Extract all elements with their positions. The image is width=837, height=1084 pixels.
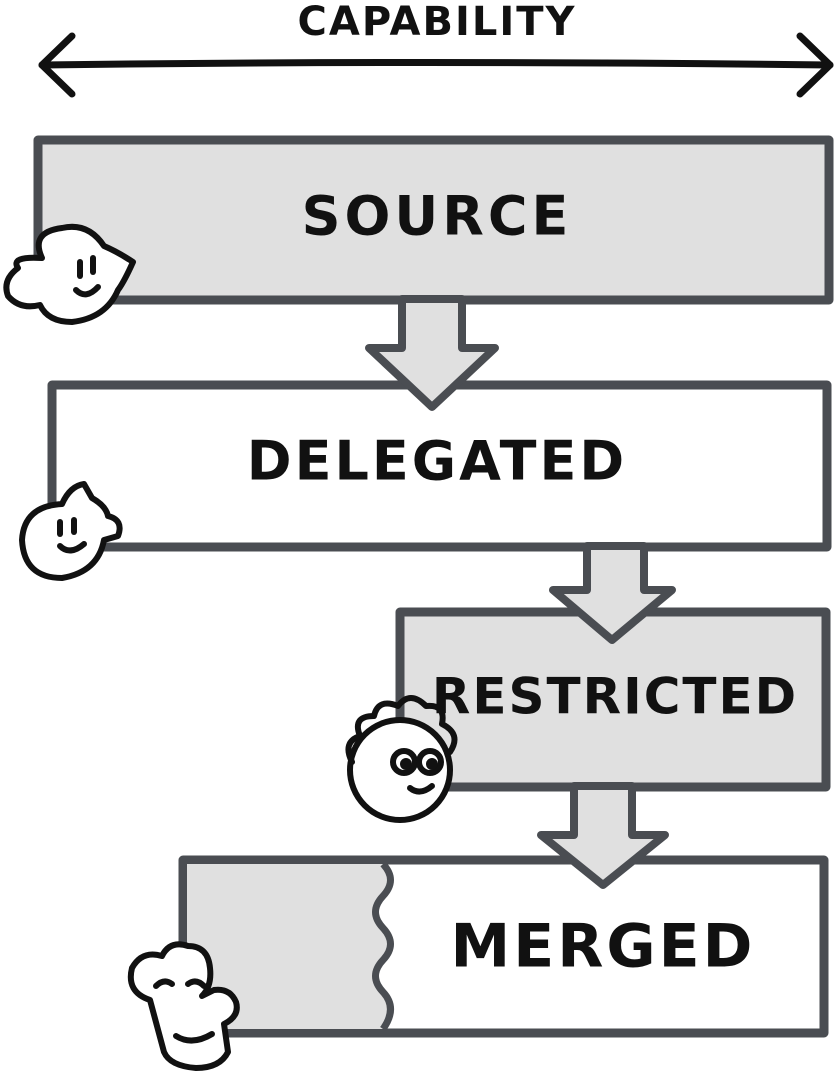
down-arrow-icon (365, 295, 499, 411)
blob-character-icon (3, 223, 136, 325)
merged-wavy-divider (372, 861, 394, 1032)
source-label: SOURCE (302, 185, 573, 248)
down-arrow-icon (549, 542, 676, 644)
toast-character-icon (127, 941, 240, 1071)
round-face-character-icon (19, 481, 123, 581)
merged-label: MERGED (451, 912, 756, 982)
down-arrow-icon (537, 782, 669, 889)
merged-shaded-part (187, 864, 391, 1029)
source-box (33, 135, 834, 305)
restricted-label: RESTRICTED (432, 668, 798, 726)
curly-hair-character-icon (345, 695, 458, 823)
delegated-label: DELEGATED (247, 430, 627, 493)
capability-range-arrow-icon (38, 32, 834, 98)
capability-label: CAPABILITY (298, 0, 577, 45)
merged-box (178, 855, 829, 1038)
